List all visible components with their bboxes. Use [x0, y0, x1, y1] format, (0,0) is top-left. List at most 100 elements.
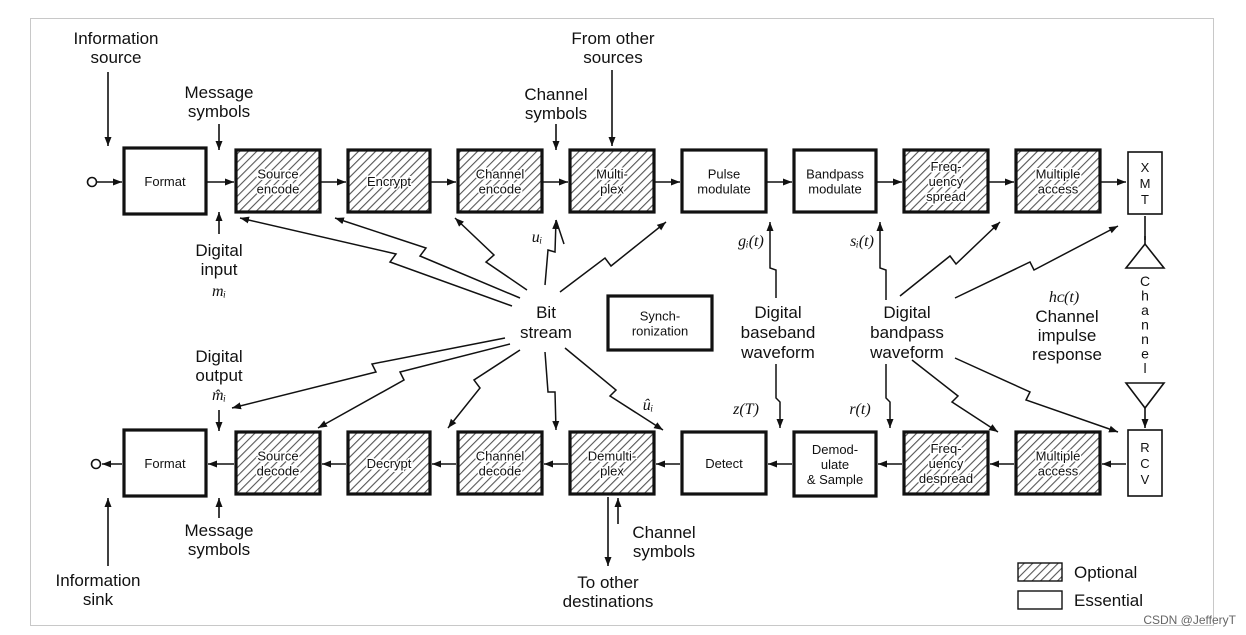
digital-bandpass-waveform-label-line: waveform [869, 343, 944, 362]
channel-impulse-response-label-line: response [1032, 345, 1102, 364]
digital-bandpass-waveform-label-line: Digital [883, 303, 930, 322]
h-c-t-label-line: hᴄ(t) [1049, 289, 1079, 306]
block-label: Detect [705, 456, 743, 471]
block-label-line: spread [926, 189, 966, 204]
block-box [1127, 429, 1163, 497]
block-label-line: Format [144, 174, 186, 189]
block-label: Demulti-plex [588, 449, 636, 479]
block-label: Demod-ulate& Sample [807, 442, 863, 487]
block-box [234, 148, 322, 214]
block-label-line: encode [257, 182, 300, 197]
block-label-line: R [1140, 440, 1149, 455]
channel-symbols-bottom-label-line: symbols [633, 542, 695, 561]
block-label-line: Detect [705, 456, 743, 471]
digital-baseband-waveform-label-line: waveform [740, 343, 815, 362]
block-box [902, 148, 990, 214]
block-label-line: Multiple [1036, 449, 1081, 464]
block-label-line: ronization [632, 324, 688, 339]
m-hat-i-label-line: m̂ᵢ [212, 387, 226, 404]
block-label: Multi-plex [596, 167, 628, 197]
message-symbols-bottom-label-line: Message [185, 521, 254, 540]
block-format-rx: Format [122, 428, 208, 498]
m-i-label: mᵢ [212, 283, 226, 300]
block-label-line: V [1141, 472, 1150, 487]
block-label-line: Synch- [640, 309, 680, 324]
block-format-tx: Format [122, 146, 208, 216]
s-i-t-label: sᵢ(t) [850, 233, 874, 250]
channel-vertical-label-line: a [1141, 302, 1149, 318]
block-multiplex: Multi-plex [568, 148, 656, 214]
h-c-t-label: hᴄ(t) [1049, 289, 1079, 306]
block-label-line: & Sample [807, 472, 863, 487]
to-other-destinations-label-line: destinations [563, 592, 654, 611]
block-box [1127, 151, 1163, 215]
block-label: Encrypt [367, 174, 411, 189]
channel-symbols-top-label-line: symbols [525, 104, 587, 123]
digital-input-label-line: input [201, 260, 238, 279]
channel-symbols-bottom-label-line: Channel [632, 523, 695, 542]
u-hat-i-label: ûᵢ [643, 397, 654, 414]
block-label-line: uency [929, 456, 964, 471]
block-label-line: Freq- [930, 159, 961, 174]
r-t-label: r(t) [849, 401, 870, 418]
block-label-line: M [1140, 176, 1151, 191]
block-label-line: Freq- [930, 441, 961, 456]
block-label-line: Multiple [1036, 167, 1081, 182]
u-i-label-line: uᵢ [532, 229, 543, 246]
block-box [902, 430, 990, 496]
information-sink-label-line: Information [55, 571, 140, 590]
legend-essential-swatch [1017, 590, 1063, 610]
block-label-line: Demulti- [588, 449, 636, 464]
information-sink-label-line: sink [83, 590, 114, 609]
block-box [234, 430, 322, 496]
block-decrypt: Decrypt [346, 430, 432, 496]
g-i-t-label: gᵢ(t) [738, 233, 764, 250]
channel-vertical-label-line: l [1143, 360, 1146, 376]
block-box [122, 146, 208, 216]
block-box [792, 430, 878, 498]
m-i-label-line: mᵢ [212, 283, 226, 300]
block-box [456, 148, 544, 214]
message-symbols-top-label-line: Message [185, 83, 254, 102]
block-box [568, 148, 656, 214]
block-label-line: encode [479, 182, 522, 197]
block-box [1014, 148, 1102, 214]
block-box [792, 148, 878, 214]
information-source-label-line: Information [73, 29, 158, 48]
message-symbols-top-label-line: symbols [188, 102, 250, 121]
block-label-line: Decrypt [367, 456, 412, 471]
figure-frame [30, 18, 1214, 626]
block-label-line: Demod- [812, 442, 858, 457]
block-label-line: access [1038, 182, 1079, 197]
channel-vertical-label-line: C [1140, 273, 1150, 289]
u-hat-i-label-line: ûᵢ [643, 397, 654, 414]
block-label-line: Channel [476, 167, 525, 182]
block-encrypt: Encrypt [346, 148, 432, 214]
